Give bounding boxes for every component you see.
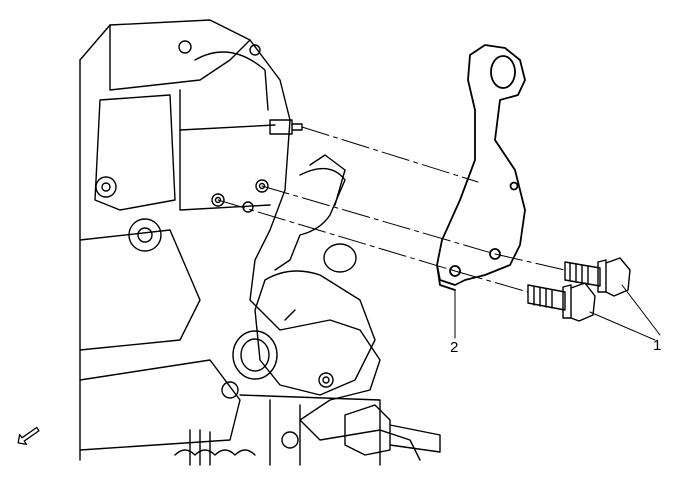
view-direction-arrow-icon (17, 426, 40, 446)
coolant-hose (274, 154, 346, 271)
pipe-fitting (344, 404, 441, 456)
leader-lines (454, 284, 661, 341)
bolt-upper (564, 257, 631, 297)
callout-2: 2 (450, 339, 459, 356)
stud (269, 119, 303, 135)
callout-1: 1 (653, 337, 662, 354)
bracket (436, 44, 526, 291)
bolt-lower (527, 282, 596, 322)
engine-block (79, 19, 421, 466)
thermostat-housing (232, 243, 376, 396)
alignment-lines (217, 126, 566, 293)
